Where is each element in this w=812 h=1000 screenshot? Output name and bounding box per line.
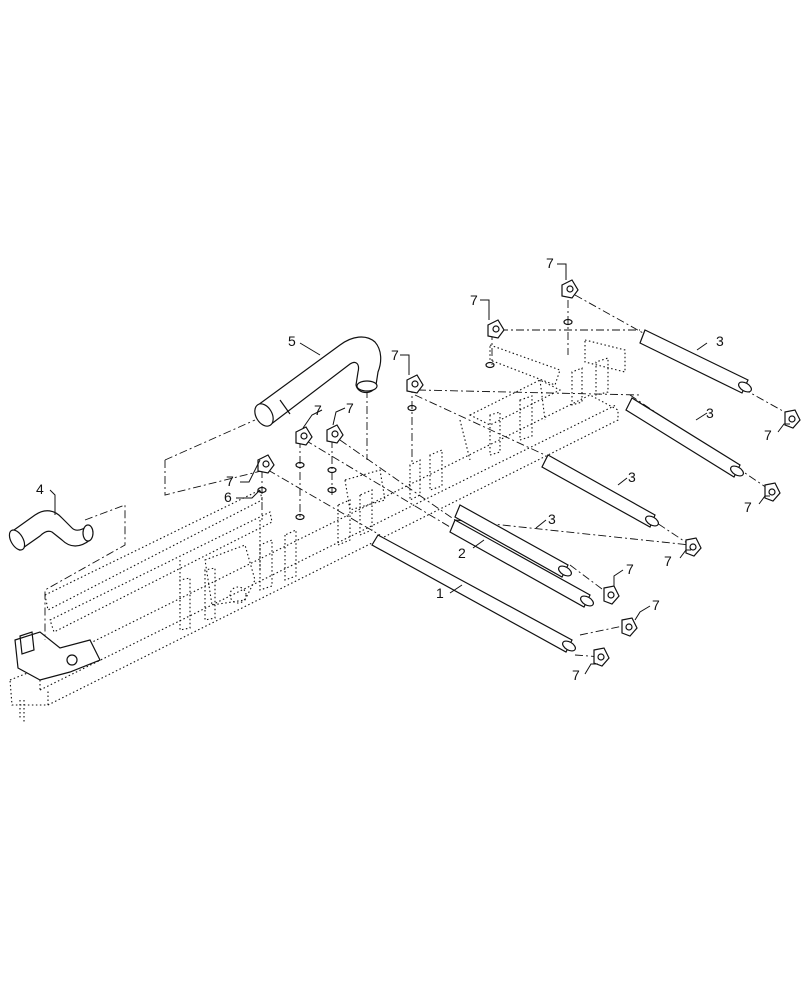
boom-frame [9, 339, 626, 722]
callout-5: 5 [288, 333, 296, 349]
callout-7: 7 [664, 553, 672, 569]
fitting-7i [685, 537, 702, 557]
callout-7: 7 [572, 667, 580, 683]
fitting-7k [621, 617, 638, 637]
callout-7: 7 [226, 473, 234, 489]
callout-7: 7 [652, 597, 660, 613]
callout-labels: 7 7 7 7 7 7 6 5 4 3 3 3 3 2 1 7 7 7 7 7 … [36, 255, 772, 683]
fitting-7e [295, 426, 313, 446]
callout-7: 7 [470, 292, 478, 308]
fitting-7j [603, 585, 620, 605]
callout-7: 7 [391, 347, 399, 363]
callout-3: 3 [706, 405, 714, 421]
callout-3: 3 [628, 469, 636, 485]
callout-3: 3 [548, 511, 556, 527]
fitting-7l [593, 647, 610, 667]
fitting-7a [561, 279, 579, 299]
callout-7: 7 [314, 402, 322, 418]
hose-5 [254, 336, 382, 427]
callout-7: 7 [744, 499, 752, 515]
callout-leaders [49, 263, 790, 675]
callout-6: 6 [224, 489, 232, 505]
callout-7: 7 [346, 400, 354, 416]
hose-4 [8, 510, 94, 551]
callout-7: 7 [764, 427, 772, 443]
fitting-7f [257, 454, 275, 474]
fitting-7b [487, 319, 505, 339]
fitting-7g [784, 409, 801, 429]
callout-7: 7 [626, 561, 634, 577]
callout-7: 7 [546, 255, 554, 271]
callout-1: 1 [436, 585, 444, 601]
fitting-7d [326, 424, 344, 444]
callout-2: 2 [458, 545, 466, 561]
callout-4: 4 [36, 481, 44, 497]
fitting-7c [406, 374, 424, 394]
fitting-7h [764, 482, 781, 502]
fittings-7 [257, 279, 801, 667]
callout-3: 3 [716, 333, 724, 349]
tubes [371, 329, 752, 653]
